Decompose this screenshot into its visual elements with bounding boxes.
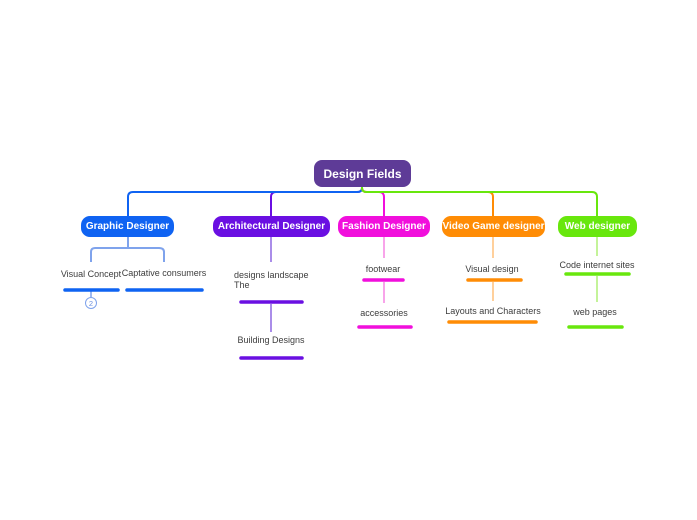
branch-topic-fashion-designer[interactable]: Fashion Designer [338,216,430,237]
child-topic-captative-consumers[interactable]: Captative consumers [121,268,207,278]
child-topic-building-designs[interactable]: Building Designs [237,335,305,345]
branch-topic-graphic-designer[interactable]: Graphic Designer [81,216,174,237]
collapsed-count-badge[interactable]: 2 [85,297,97,309]
branch-topic-architectural-designer[interactable]: Architectural Designer [213,216,330,237]
child-topic-layouts-and-characters[interactable]: Layouts and Characters [445,306,541,316]
child-topic-code-internet-sites[interactable]: Code internet sites [559,260,635,270]
child-topic-designs-landscape[interactable]: designs landscape The [234,270,309,290]
child-topic-accessories[interactable]: accessories [360,308,408,318]
child-topic-visual-concept[interactable]: Visual Concept [60,269,122,279]
connector-graphic [127,187,363,216]
connector-web [361,187,598,216]
branch-topic-web-designer[interactable]: Web designer [558,216,637,237]
child-topic-visual-design[interactable]: Visual design [465,264,519,274]
child-topic-web-pages[interactable]: web pages [573,307,617,317]
root-topic-design-fields[interactable]: Design Fields [314,160,411,187]
branch-topic-video-game-designer[interactable]: Video Game designer [442,216,545,237]
connector-graphic-bracket [90,247,165,262]
child-topic-footwear[interactable]: footwear [365,264,401,274]
